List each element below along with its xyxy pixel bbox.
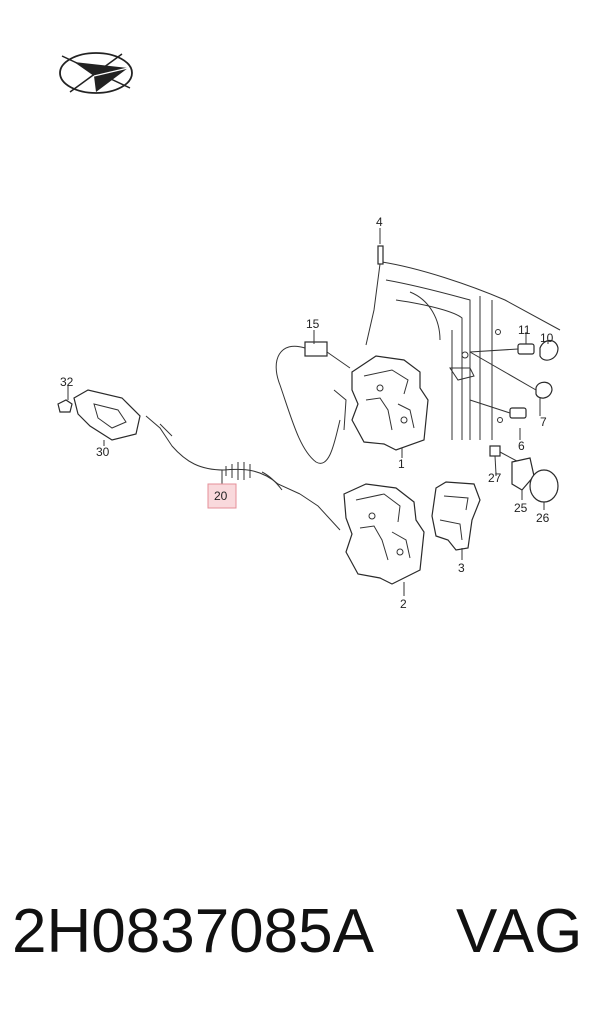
callout-2: 2 xyxy=(400,597,407,611)
part-2-door-lock xyxy=(343,483,425,585)
part-4-rod xyxy=(365,245,384,346)
callout-30: 30 xyxy=(96,445,110,459)
callout-10: 10 xyxy=(540,331,554,345)
footer: 2H0837085A VAG xyxy=(0,896,600,976)
part-30-handle xyxy=(73,389,141,446)
callout-7: 7 xyxy=(540,415,547,429)
callout-6: 6 xyxy=(518,439,525,453)
part-32-clip xyxy=(57,388,73,413)
callout-4: 4 xyxy=(376,215,383,229)
part-20-cable xyxy=(145,415,341,531)
brand-label: VAG xyxy=(456,897,583,966)
part-1-door-lock xyxy=(351,355,429,451)
callout-1: 1 xyxy=(398,457,405,471)
paper-plane-logo-icon xyxy=(59,52,133,94)
part-7-screw xyxy=(469,399,527,419)
leader-lines xyxy=(67,228,549,596)
part-10-cap xyxy=(469,339,559,399)
part-number: 2H0837085A xyxy=(12,897,374,966)
part-15-cable xyxy=(275,341,351,464)
part-3-bracket xyxy=(431,481,481,551)
callout-20: 20 xyxy=(214,489,228,503)
part-25-plate xyxy=(511,457,535,491)
callout-26: 26 xyxy=(536,511,550,525)
callout-15: 15 xyxy=(306,317,320,331)
door-panel xyxy=(381,261,561,440)
callout-27: 27 xyxy=(488,471,502,485)
callout-25: 25 xyxy=(514,501,528,515)
callout-3: 3 xyxy=(458,561,465,575)
highlight-box xyxy=(207,483,237,509)
callout-32: 32 xyxy=(60,375,74,389)
callout-11: 11 xyxy=(518,323,531,337)
part-26-cover xyxy=(529,469,559,503)
